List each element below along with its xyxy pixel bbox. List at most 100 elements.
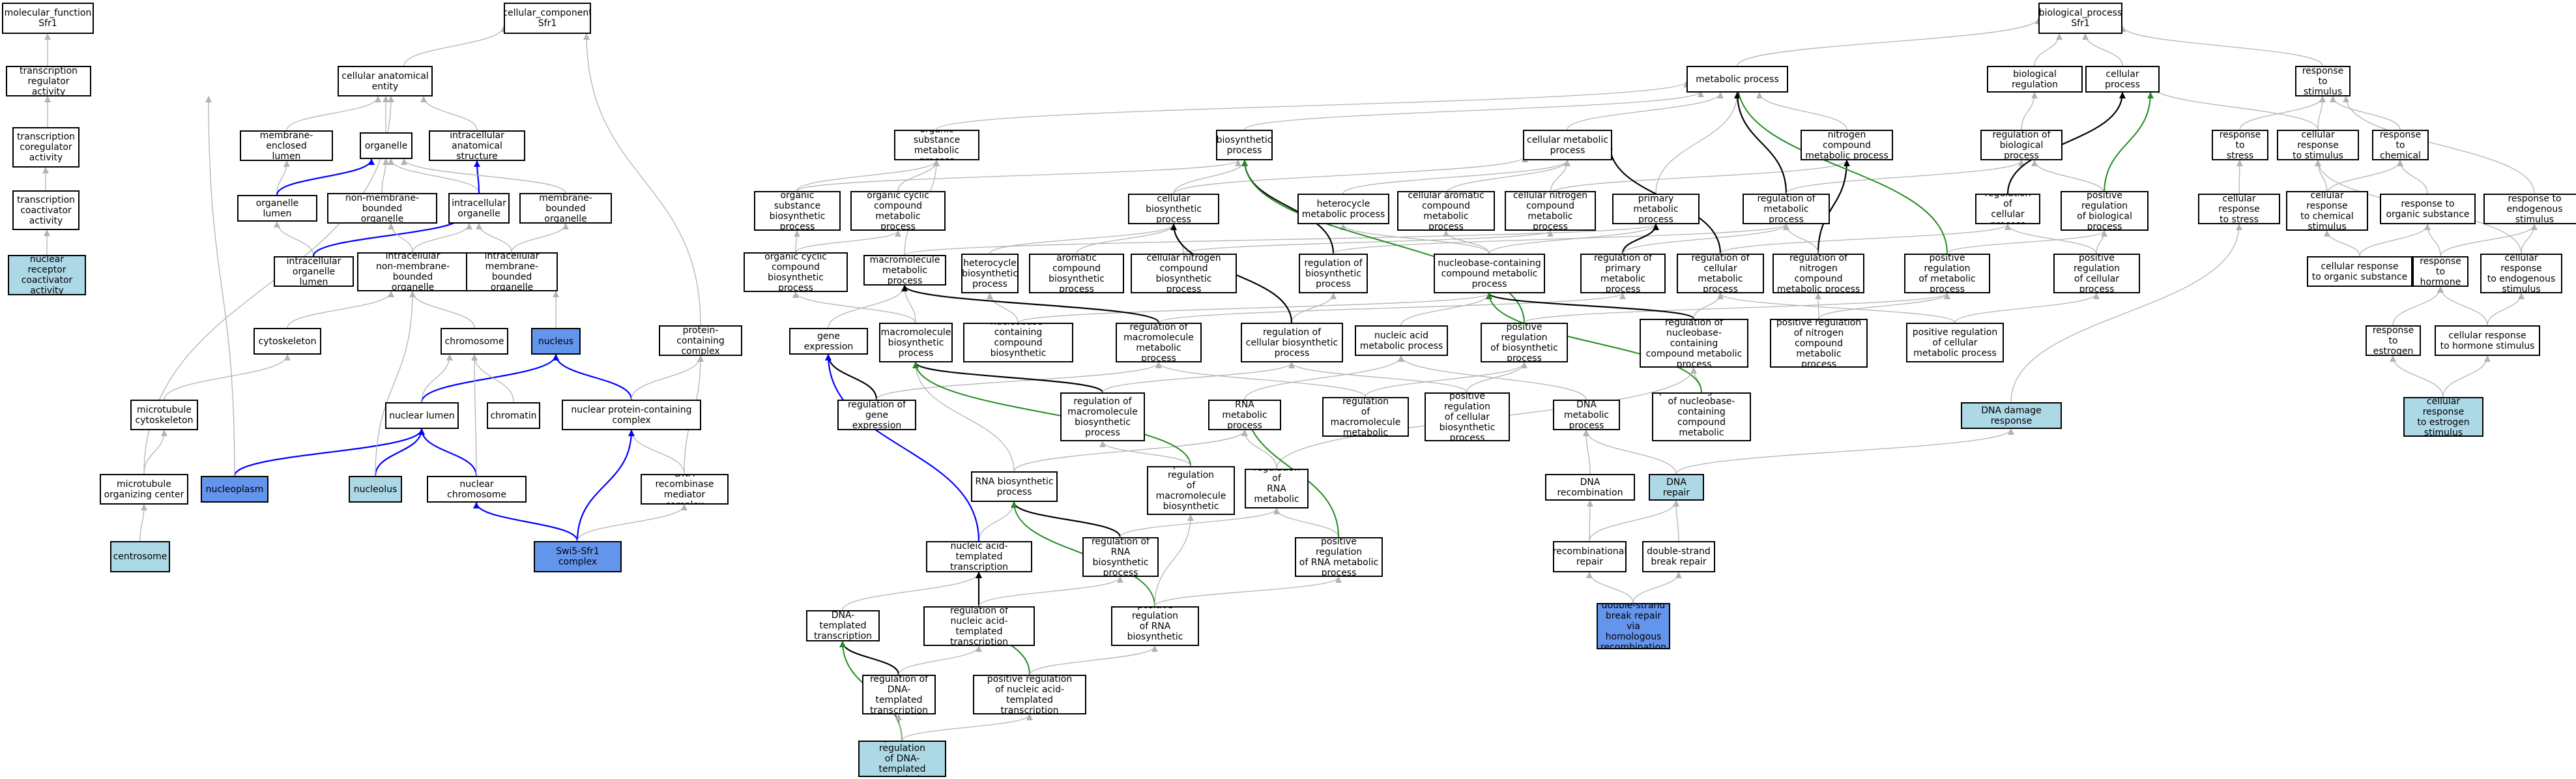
- node-positive-regulation-of-nitrogen-compound-metabolic-process: positive regulation of nitrogen compound…: [1770, 319, 1868, 368]
- edge-82: [1076, 224, 1177, 254]
- edge-69: [2006, 92, 2126, 194]
- node-rna-biosynthetic-process: RNA biosynthetic process: [971, 471, 1058, 502]
- node-positive-regulation-of-cellular-biosynthetic-process: positive regulation of cellular biosynth…: [1425, 392, 1510, 441]
- node-organic-substance-metabolic-process: organic substance metabolic process: [894, 130, 979, 160]
- edge-87: [1340, 224, 1490, 254]
- edge-97: [1946, 230, 2107, 254]
- edge-40: [139, 504, 147, 542]
- node-protein-containing-complex: protein-containing complex: [659, 325, 742, 356]
- node-dna-recombination: DNA recombination: [1545, 474, 1635, 501]
- edge-28: [553, 354, 633, 400]
- edge-123: [1954, 293, 2100, 323]
- edge-159: [1673, 500, 1680, 542]
- edge-8: [276, 160, 290, 196]
- node-regulation-of-gene-expression: regulation of gene expression: [837, 400, 916, 430]
- edge-157: [1586, 500, 1593, 542]
- edge-64: [1550, 160, 1570, 194]
- node-intracellular-organelle: intracellular organelle: [448, 193, 510, 224]
- node-positive-regulation-of-dna-templated-transcription: positive regulation of DNA-templated tra…: [858, 741, 946, 777]
- edge-65: [1550, 160, 1850, 194]
- edge-58: [796, 160, 1241, 192]
- node-regulation-of-cellular-metabolic-process: regulation of cellular metabolic process: [1677, 254, 1764, 293]
- node-response-to-hormone: response to hormone: [2412, 256, 2468, 287]
- edge-5: [286, 96, 381, 131]
- node-biosynthetic-process: biosynthetic process: [1216, 130, 1273, 160]
- edge-29: [631, 355, 704, 400]
- node-nucleic-acid-templated-transcription: nucleic acid-templated transcription: [926, 541, 1032, 572]
- edge-55: [2147, 84, 2319, 130]
- node-microtubule-organizing-center: microtubule organizing center: [100, 474, 188, 505]
- node-nuclear-lumen: nuclear lumen: [385, 402, 459, 429]
- edge-45: [2034, 33, 2062, 66]
- edge-134: [1288, 362, 1468, 393]
- node-microtubule-cytoskeleton: microtubule cytoskeleton: [130, 400, 198, 430]
- node-non-membrane-bounded-organelle: non-membrane-bounded organelle: [327, 193, 437, 224]
- edge-160: [842, 572, 982, 611]
- edge-53: [2239, 96, 2326, 130]
- edge-103: [2440, 224, 2538, 257]
- node-regulation-of-macromolecule-biosynthetic-process: regulation of macromolecule biosynthetic…: [1060, 392, 1145, 441]
- edge-96: [1734, 81, 1948, 254]
- edge-102: [2424, 224, 2441, 257]
- edge-98: [2004, 224, 2097, 254]
- node-cellular-metabolic-process: cellular metabolic process: [1523, 130, 1612, 160]
- edge-145: [1099, 441, 1191, 467]
- edge-144: [912, 362, 1191, 467]
- node-positive-regulation-of-biosynthetic-process: positive regulation of biosynthetic proc…: [1481, 323, 1568, 362]
- edge-128: [876, 362, 1162, 400]
- edge-37: [471, 354, 478, 477]
- edge-56: [2330, 96, 2401, 130]
- edge-43: [577, 504, 687, 542]
- edge-9: [276, 158, 375, 196]
- edge-129: [912, 362, 1104, 393]
- edge-121: [1818, 293, 1950, 319]
- node-rna-metabolic-process: RNA metabolic process: [1208, 400, 1281, 430]
- node-cellular-response-to-chemical-stimulus: cellular response to chemical stimulus: [2286, 191, 2368, 231]
- node-transcription-coregulator-activity: transcription coregulator activity: [12, 127, 80, 168]
- node-cellular-response-to-stimulus: cellular response to stimulus: [2277, 130, 2359, 160]
- node-positive-regulation-of-cellular-process: positive regulation of cellular process: [2053, 254, 2140, 293]
- edge-118: [1486, 292, 1695, 320]
- node-cellular-nitrogen-compound-metabolic-process: cellular nitrogen compound metabolic pro…: [1505, 191, 1596, 231]
- node-nucleobase-containing-compound-biosynthetic-process: nucleobase-containing compound biosynthe…: [963, 323, 1073, 362]
- edge-165: [1154, 576, 1342, 607]
- node-regulation-of-rna-metabolic-process: regulation of RNA metabolic process: [1245, 469, 1309, 508]
- edge-153: [1011, 501, 1122, 538]
- edge-104: [2521, 224, 2538, 254]
- node-cellular-response-to-endogenous-stimulus: cellular response to endogenous stimulus: [2480, 254, 2562, 293]
- edge-34: [374, 428, 425, 477]
- edge-73: [2315, 160, 2328, 194]
- node-nucleoplasm: nucleoplasm: [201, 476, 268, 503]
- edge-141: [2442, 355, 2491, 398]
- edge-171: [1029, 645, 1158, 675]
- edge-135: [1466, 362, 1527, 393]
- edge-66: [1655, 92, 1741, 194]
- edge-101: [2359, 224, 2431, 257]
- node-metabolic-process: metabolic process: [1686, 66, 1788, 93]
- edge-70: [2031, 160, 2105, 194]
- edge-136: [1398, 355, 1587, 400]
- edge-95: [1783, 224, 1819, 254]
- edge-57: [796, 160, 940, 192]
- edge-35: [375, 291, 416, 477]
- node-transcription-regulator-activity: transcription regulator activity: [6, 66, 91, 96]
- edge-169: [898, 645, 982, 675]
- node-organic-cyclic-compound-metabolic-process: organic cyclic compound metabolic proces…: [850, 191, 946, 231]
- edge-47: [2119, 25, 2323, 66]
- node-swi5-sfr1-complex: Swi5-Sfr1 complex: [534, 541, 622, 572]
- edge-94: [1817, 160, 1850, 254]
- node-regulation-of-rna-biosynthetic-process: regulation of RNA biosynthetic process: [1082, 537, 1159, 577]
- edge-67: [1734, 92, 1787, 194]
- node-nucleolus: nucleolus: [349, 476, 402, 503]
- edge-81: [989, 224, 1177, 254]
- edge-127: [825, 354, 878, 400]
- node-membrane-bounded-organelle: membrane-bounded organelle: [519, 193, 612, 224]
- edge-106: [828, 285, 908, 329]
- edge-151: [978, 501, 1017, 542]
- node-macromolecule-metabolic-process: macromolecule metabolic process: [863, 255, 946, 286]
- node-cytoskeleton: cytoskeleton: [253, 328, 321, 355]
- edge-27: [471, 354, 514, 403]
- node-dna-templated-transcription: DNA-templated transcription: [806, 610, 880, 641]
- edge-115: [1400, 293, 1492, 326]
